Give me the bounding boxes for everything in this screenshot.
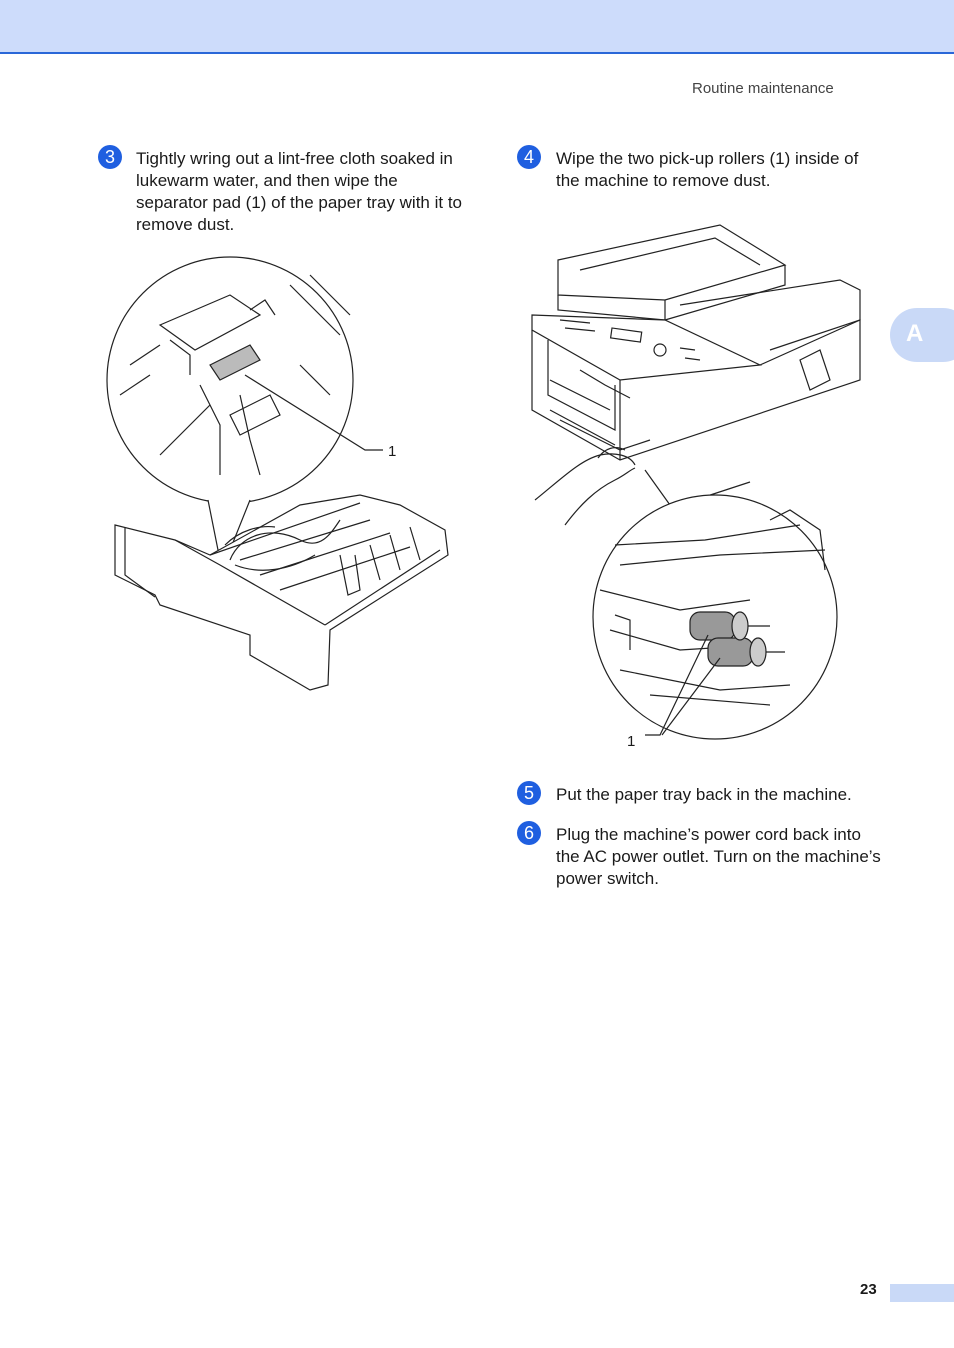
section-title: Routine maintenance	[692, 80, 834, 97]
step-6-text: Plug the machine’s power cord back into …	[556, 825, 881, 888]
footer-band	[890, 1284, 954, 1302]
step-3-text: Tightly wring out a lint-free cloth soak…	[136, 149, 463, 234]
chapter-tab: A	[890, 308, 954, 362]
step-5-text: Put the paper tray back in the machine.	[556, 785, 852, 804]
step-6-badge: 6	[517, 821, 541, 845]
paper-tray-illustration: 1	[106, 256, 449, 691]
tray-callout-number: 1	[388, 443, 396, 460]
step-4-text: Wipe the two pick-up rollers (1) inside …	[556, 149, 859, 190]
step-3-badge: 3	[98, 145, 122, 169]
step-5-badge: 5	[517, 781, 541, 805]
pickup-roller-illustration: 1	[531, 224, 861, 750]
header-band	[0, 0, 954, 54]
page-number: 23	[860, 1281, 877, 1298]
step-4-badge: 4	[517, 145, 541, 169]
roller-callout-number: 1	[627, 733, 635, 750]
chapter-tab-letter: A	[906, 320, 924, 347]
